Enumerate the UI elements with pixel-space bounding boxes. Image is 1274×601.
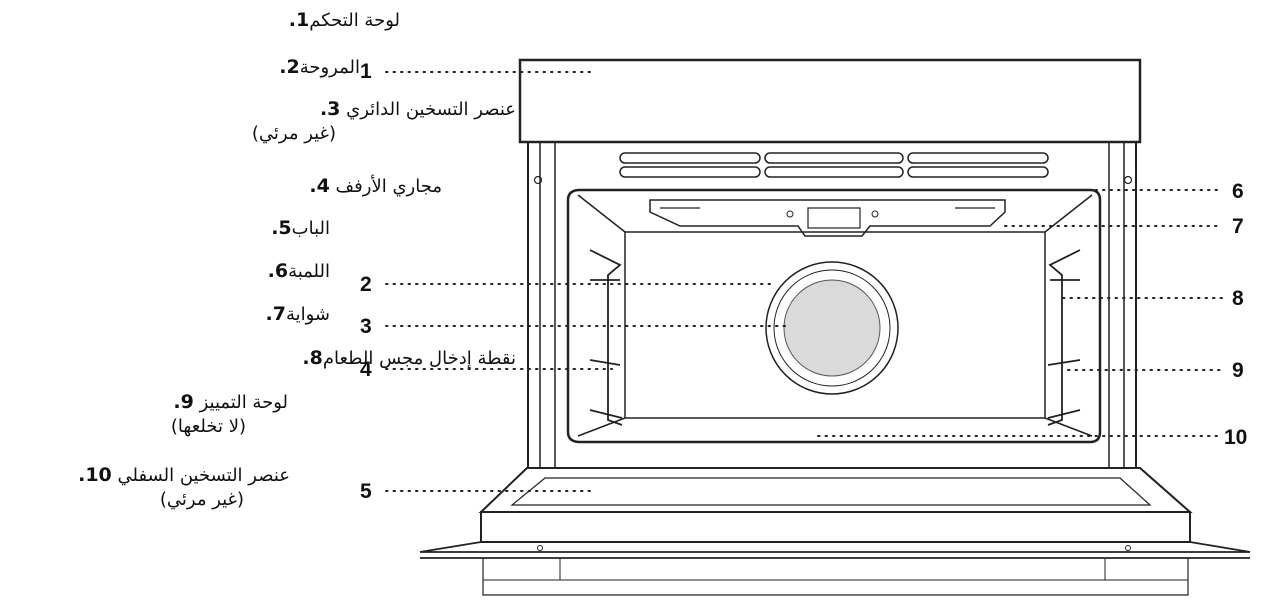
callout-7: 7 <box>1232 215 1244 238</box>
oven-cavity <box>566 188 1102 444</box>
control-panel <box>518 58 1142 144</box>
callout-6: 6 <box>1232 180 1244 203</box>
callout-2: 2 <box>360 273 372 296</box>
shelf-runners <box>589 249 1081 426</box>
vent-slots <box>619 152 1049 178</box>
leader-lines <box>385 71 1223 492</box>
callout-3: 3 <box>360 315 372 338</box>
callout-1: 1 <box>360 60 372 83</box>
callout-8: 8 <box>1232 287 1244 310</box>
callout-5: 5 <box>360 480 372 503</box>
fan-cover <box>765 261 899 395</box>
callout-10: 10 <box>1224 426 1247 449</box>
callout-4: 4 <box>360 358 372 381</box>
grill-element <box>649 199 1006 237</box>
oven-door <box>419 467 1251 596</box>
callout-9: 9 <box>1232 359 1244 382</box>
callouts: 1 2 3 4 5 6 7 8 9 10 <box>360 60 1247 503</box>
